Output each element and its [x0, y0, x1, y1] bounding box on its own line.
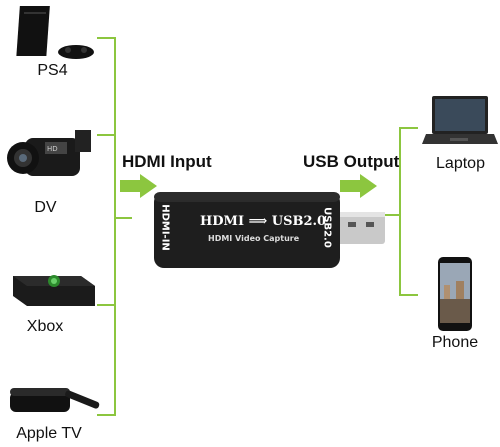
capture-device-body	[154, 192, 385, 268]
source-label-apple-tv: Apple TV	[16, 425, 82, 442]
device-main-text: HDMI ⟹ USB2.0	[200, 214, 326, 229]
phone-icon	[438, 257, 472, 331]
svg-text:HD: HD	[47, 145, 58, 153]
input-arrow	[120, 174, 157, 198]
xbox-console-icon	[13, 275, 95, 306]
source-label-dv: DV	[34, 199, 57, 216]
device-main-to: USB2.0	[271, 214, 327, 229]
device-subtitle: HDMI Video Capture	[208, 234, 300, 243]
apple-tv-device	[6, 370, 101, 422]
source-label-xbox: Xbox	[26, 318, 64, 335]
source-label-ps4: PS4	[37, 62, 68, 79]
target-label-phone: Phone	[431, 334, 479, 351]
capture-device: HDMI-IN USB2.0 HDMI ⟹ USB2.0 HDMI Video …	[152, 190, 392, 270]
usb-output-heading: USB Output	[303, 152, 400, 171]
ps4-device	[14, 4, 99, 64]
target-label-laptop: Laptop	[436, 155, 485, 172]
laptop-icon	[422, 96, 498, 144]
dv-device: HD	[5, 120, 95, 190]
ps4-console-icon	[16, 6, 94, 59]
xbox-device	[3, 262, 98, 312]
phone-device	[432, 255, 477, 335]
arrow-right-icon: ⟹	[248, 214, 268, 229]
hdmi-input-heading: HDMI Input	[122, 152, 212, 171]
laptop-device	[420, 92, 498, 152]
output-arrow	[340, 174, 377, 198]
device-main-from: HDMI	[200, 214, 245, 229]
device-side-left: HDMI-IN	[159, 204, 171, 251]
apple-tv-icon	[10, 388, 100, 412]
camcorder-icon: HD	[7, 130, 91, 176]
